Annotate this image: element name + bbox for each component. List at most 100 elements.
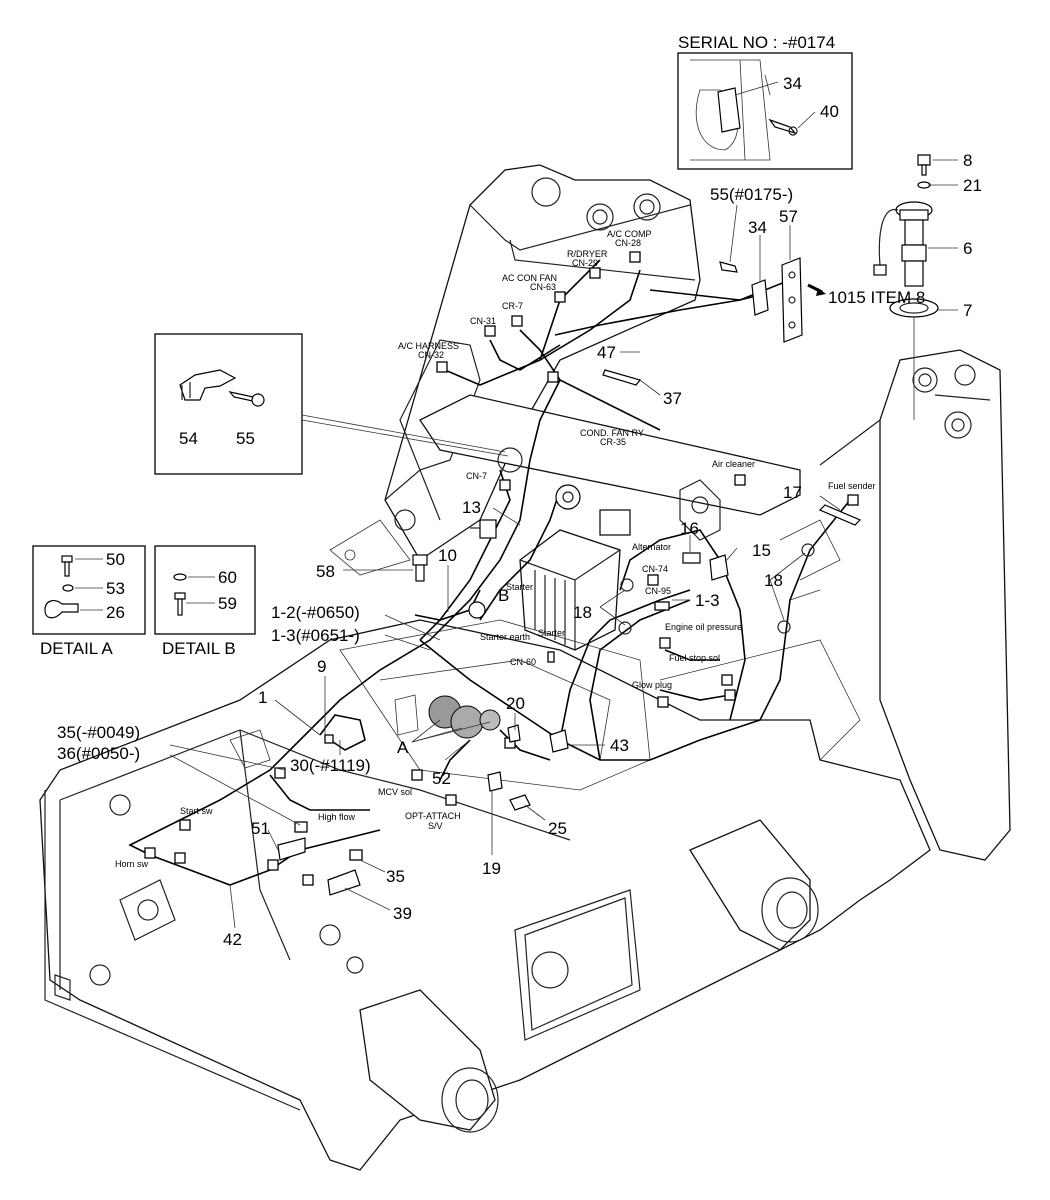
- connector-mcv: [411, 769, 423, 781]
- svg-text:MCV sol: MCV sol: [378, 787, 412, 797]
- svg-text:CN-32: CN-32: [418, 350, 444, 360]
- svg-text:Fuel sender: Fuel sender: [828, 481, 876, 491]
- svg-text:Starter: Starter: [506, 582, 533, 592]
- callout-60: 60: [218, 568, 237, 587]
- leader-lines: [169, 159, 958, 929]
- svg-text:Glow plug: Glow plug: [632, 680, 672, 690]
- wire-harness: [128, 259, 851, 886]
- callout-55-inset: 55: [236, 429, 255, 448]
- callout-21: 21: [963, 176, 982, 195]
- svg-text:CN-31: CN-31: [470, 316, 496, 326]
- callout-58: 58: [316, 562, 335, 581]
- callout-19: 19: [482, 859, 501, 878]
- callout-A: A: [397, 738, 409, 757]
- connector-glow: [657, 696, 669, 708]
- serial-no-title: SERIAL NO : -#0174: [678, 33, 835, 52]
- svg-text:CN-95: CN-95: [645, 586, 671, 596]
- svg-text:Alternator: Alternator: [632, 542, 671, 552]
- detail-b-caption: DETAIL B: [162, 639, 236, 658]
- callout-57: 57: [779, 207, 798, 226]
- callout-30: 30(-#1119): [290, 756, 371, 775]
- connector-cn31: [484, 325, 496, 337]
- connector-cn60: [547, 651, 555, 663]
- callout-37: 37: [663, 389, 682, 408]
- callout-16: 16: [680, 519, 699, 538]
- callout-55-0175: 55(#0175-): [710, 185, 793, 204]
- svg-text:AC CON FAN: AC CON FAN: [502, 273, 557, 283]
- callout-18-left: 18: [573, 603, 592, 622]
- callout-B: B: [498, 586, 509, 605]
- svg-text:CN-7: CN-7: [466, 471, 487, 481]
- detail-a-caption: DETAIL A: [40, 639, 113, 658]
- connector-cr35: [547, 371, 559, 383]
- svg-text:Air cleaner: Air cleaner: [712, 459, 755, 469]
- callout-26: 26: [106, 603, 125, 622]
- svg-text:Fuel stop sol: Fuel stop sol: [669, 653, 720, 663]
- svg-text:Starter: Starter: [538, 628, 565, 638]
- callout-1-3: 1-3(#0651-): [271, 626, 360, 645]
- svg-text:Starter earth: Starter earth: [480, 632, 530, 642]
- callout-1015-item-8: 1015 ITEM 8: [828, 288, 925, 307]
- svg-text:Engine oil pressure: Engine oil pressure: [665, 622, 742, 632]
- callout-42: 42: [223, 930, 242, 949]
- callout-47: 47: [597, 343, 616, 362]
- callout-51: 51: [251, 819, 270, 838]
- svg-text:Horn sw: Horn sw: [115, 859, 149, 869]
- svg-text:OPT-ATTACH: OPT-ATTACH: [405, 811, 461, 821]
- callouts: 8 21 6 7 55(#0175-) 34 57 1015 ITEM 8 47…: [57, 151, 982, 949]
- callout-20: 20: [506, 694, 525, 713]
- inset-54-55: 54 55: [154, 333, 509, 475]
- connector-fuel-sender: [847, 494, 859, 506]
- connector-high-flow: [294, 821, 308, 833]
- callout-53: 53: [106, 579, 125, 598]
- connector-cn63: [554, 291, 566, 303]
- connector-engine-oil: [659, 637, 671, 649]
- svg-text:A/C HARNESS: A/C HARNESS: [398, 341, 459, 351]
- serial-inset: SERIAL NO : -#0174 34 40: [677, 33, 853, 170]
- callout-15: 15: [752, 541, 771, 560]
- callout-10: 10: [438, 546, 457, 565]
- callout-52: 52: [432, 769, 451, 788]
- detail-a-box: 50 53 26 DETAIL A: [32, 545, 146, 658]
- svg-text:R/DRYER: R/DRYER: [567, 249, 608, 259]
- callout-34-inset: 34: [783, 74, 802, 93]
- svg-text:CR-7: CR-7: [502, 301, 523, 311]
- svg-text:CN-28: CN-28: [615, 238, 641, 248]
- connector-start-sw: [179, 819, 191, 831]
- connector-cn74: [647, 574, 659, 586]
- callout-40: 40: [820, 102, 839, 121]
- callout-7: 7: [963, 301, 972, 320]
- connector-cn29: [589, 267, 601, 279]
- svg-text:Start sw: Start sw: [180, 806, 213, 816]
- connectors: [144, 251, 859, 886]
- connector-cn32: [436, 361, 448, 373]
- callout-1-3-right: 1-3: [695, 591, 720, 610]
- callout-50: 50: [106, 550, 125, 569]
- connector-cn7: [499, 479, 511, 491]
- chassis-frame: [39, 164, 1011, 1171]
- hardware-parts: [277, 154, 939, 896]
- svg-text:A/C COMP: A/C COMP: [607, 229, 652, 239]
- connector-air-cleaner: [734, 474, 746, 486]
- callout-36-0050: 36(#0050-): [57, 744, 140, 763]
- connector-labels: A/C COMP CN-28 R/DRYER CN-29 AC CON FAN …: [115, 229, 876, 869]
- connector-cr7: [511, 315, 523, 327]
- svg-text:CN-74: CN-74: [642, 564, 668, 574]
- svg-text:COND. FAN RY: COND. FAN RY: [580, 428, 644, 438]
- callout-17: 17: [783, 483, 802, 502]
- callout-43: 43: [610, 736, 629, 755]
- callout-39: 39: [393, 904, 412, 923]
- svg-text:High flow: High flow: [318, 812, 356, 822]
- detail-b-box: 60 59 DETAIL B: [154, 545, 256, 658]
- callout-9: 9: [317, 657, 326, 676]
- svg-text:CN-60: CN-60: [510, 657, 536, 667]
- callout-25: 25: [548, 819, 567, 838]
- svg-text:CR-35: CR-35: [600, 437, 626, 447]
- callout-54: 54: [179, 429, 198, 448]
- callout-59: 59: [218, 594, 237, 613]
- callout-35: 35: [386, 867, 405, 886]
- connector-fuel-stop: [721, 674, 733, 686]
- connector-opt: [445, 794, 457, 806]
- connector-cn95: [654, 601, 670, 611]
